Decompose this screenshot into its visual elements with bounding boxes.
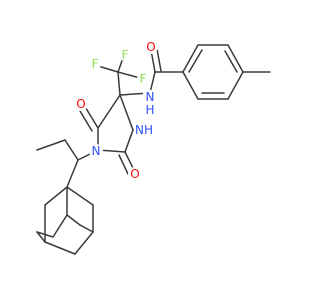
bond-n3-c2 bbox=[124, 129, 134, 153]
bond-adam-f-h bbox=[74, 231, 94, 255]
atom-label-o-ring-bottom: O bbox=[130, 167, 139, 181]
bond-c5-o-double bbox=[79, 110, 93, 132]
bond-ch-ch2 bbox=[64, 139, 79, 161]
bond-ring-c1-c2-double bbox=[188, 49, 203, 73]
bond-adam-e-h bbox=[44, 241, 76, 255]
atom-label-f3: F bbox=[140, 72, 147, 86]
atom-o-ring-top: O bbox=[74, 97, 88, 111]
atom-f3: F bbox=[137, 72, 149, 86]
atom-label-n-ring-nh: NH bbox=[135, 123, 153, 137]
bond-ring-c4-c5 bbox=[227, 71, 244, 100]
bond-c5-o bbox=[83, 104, 99, 129]
atom-n-ring-left: N bbox=[89, 144, 103, 158]
bond-c2-o bbox=[124, 151, 135, 171]
bond-cf3-f2 bbox=[97, 65, 119, 73]
atom-label-n-ring-left: N bbox=[92, 144, 101, 158]
atom-o-ring-bottom: O bbox=[128, 167, 142, 181]
bonds bbox=[36, 44, 271, 255]
bond-adam-a-b bbox=[44, 186, 68, 206]
bond-adam-d-i bbox=[52, 214, 68, 238]
bond-c4-cf3 bbox=[117, 71, 121, 96]
bond-c4-n3 bbox=[119, 94, 134, 131]
atom-f2: F bbox=[89, 57, 101, 71]
bond-ch-adamantyl bbox=[66, 159, 79, 188]
atom-label-o-amide: O bbox=[146, 40, 155, 54]
atom-label-f2: F bbox=[92, 57, 99, 71]
bond-adam-i-g bbox=[36, 231, 54, 238]
atom-label-f1: F bbox=[122, 48, 129, 62]
bond-adam-d-j bbox=[66, 214, 81, 226]
bond-carbonyl-o-double bbox=[156, 48, 162, 72]
atom-label-o-ring-top: O bbox=[76, 97, 85, 111]
bond-cf3-f1 bbox=[117, 57, 124, 73]
bond-c4-c5 bbox=[97, 94, 121, 129]
bond-ch2-ch3 bbox=[36, 139, 66, 151]
bond-adam-a-c bbox=[66, 186, 94, 206]
bond-ring-c3-c4-double bbox=[224, 50, 238, 73]
bond-carbonyl-n bbox=[149, 71, 156, 94]
bond-adam-e-g bbox=[36, 231, 46, 243]
bond-ring-c6-c1 bbox=[182, 71, 199, 100]
bond-ring-c3-c4 bbox=[227, 44, 244, 73]
atom-label-h-amide: H bbox=[145, 103, 154, 117]
bond-ring-c1-c2 bbox=[182, 44, 199, 73]
bond-cf3-f3 bbox=[117, 71, 141, 79]
atom-o-amide: O bbox=[144, 40, 158, 54]
atom-f1: F bbox=[119, 48, 131, 62]
bond-c2-o-double bbox=[118, 154, 129, 175]
atom-n-amide: N H bbox=[143, 90, 157, 117]
bond-adam-f-j bbox=[79, 224, 94, 233]
atom-label-n-amide: N bbox=[146, 90, 155, 104]
atom-n-ring-nh: NH bbox=[134, 122, 156, 137]
atom-labels: O F F F N H O NH N bbox=[74, 40, 158, 181]
molecule-structure-diagram: O F F F N H O NH N bbox=[36, 40, 271, 255]
